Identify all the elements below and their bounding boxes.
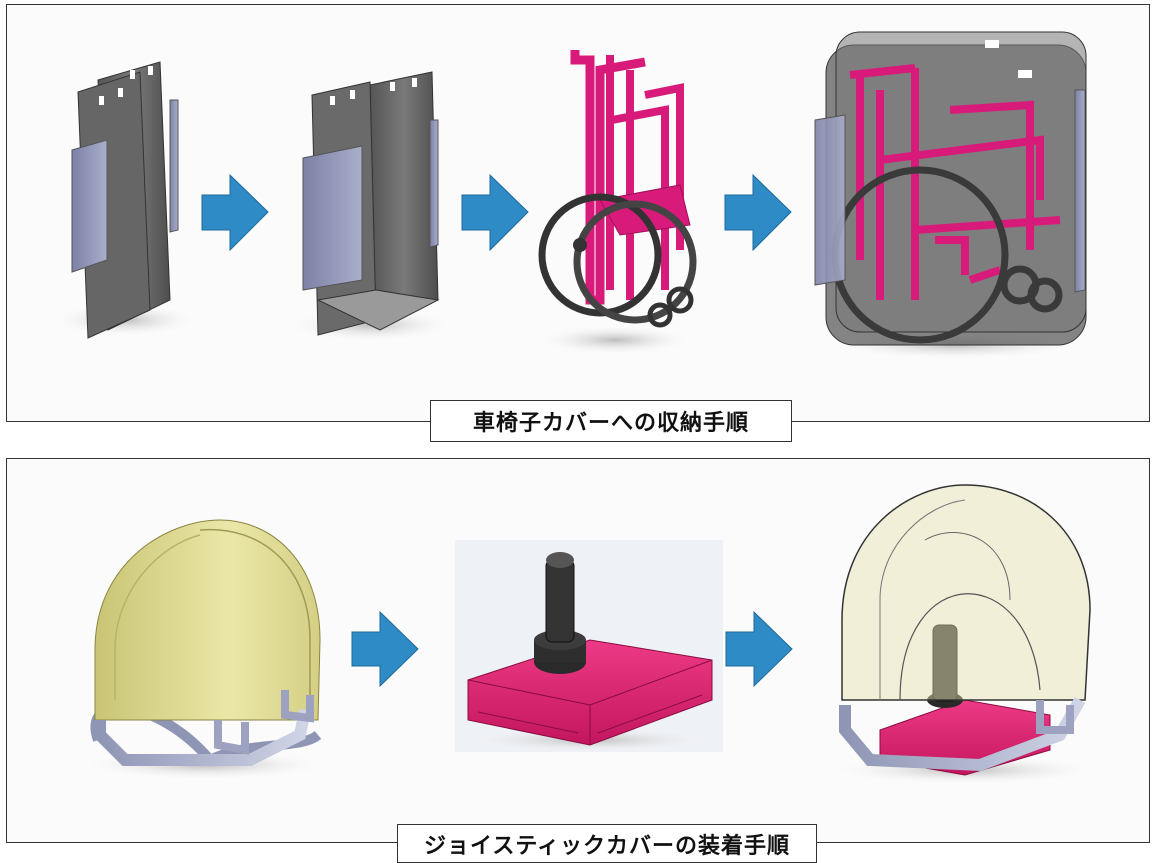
wheelchair-storage-caption: 車椅子カバーへの収納手順: [430, 400, 792, 442]
folded-wheelchair-figure: [538, 50, 697, 354]
opened-cover-figure: [290, 71, 450, 341]
covered-joystick-figure: [835, 484, 1095, 784]
folded-cover-figure: [55, 61, 195, 339]
joystick-figure: [455, 540, 723, 752]
joystick-cover-caption: ジョイスティックカバーの装着手順: [397, 824, 817, 863]
arrow-right-icon: [724, 173, 792, 252]
joystick-cover-figure: [85, 519, 325, 779]
arrow-right-icon: [201, 173, 269, 252]
stored-wheelchair-figure: [814, 31, 1087, 359]
arrow-right-icon: [461, 173, 529, 252]
arrow-right-icon: [351, 610, 419, 688]
arrow-right-icon: [725, 610, 793, 688]
